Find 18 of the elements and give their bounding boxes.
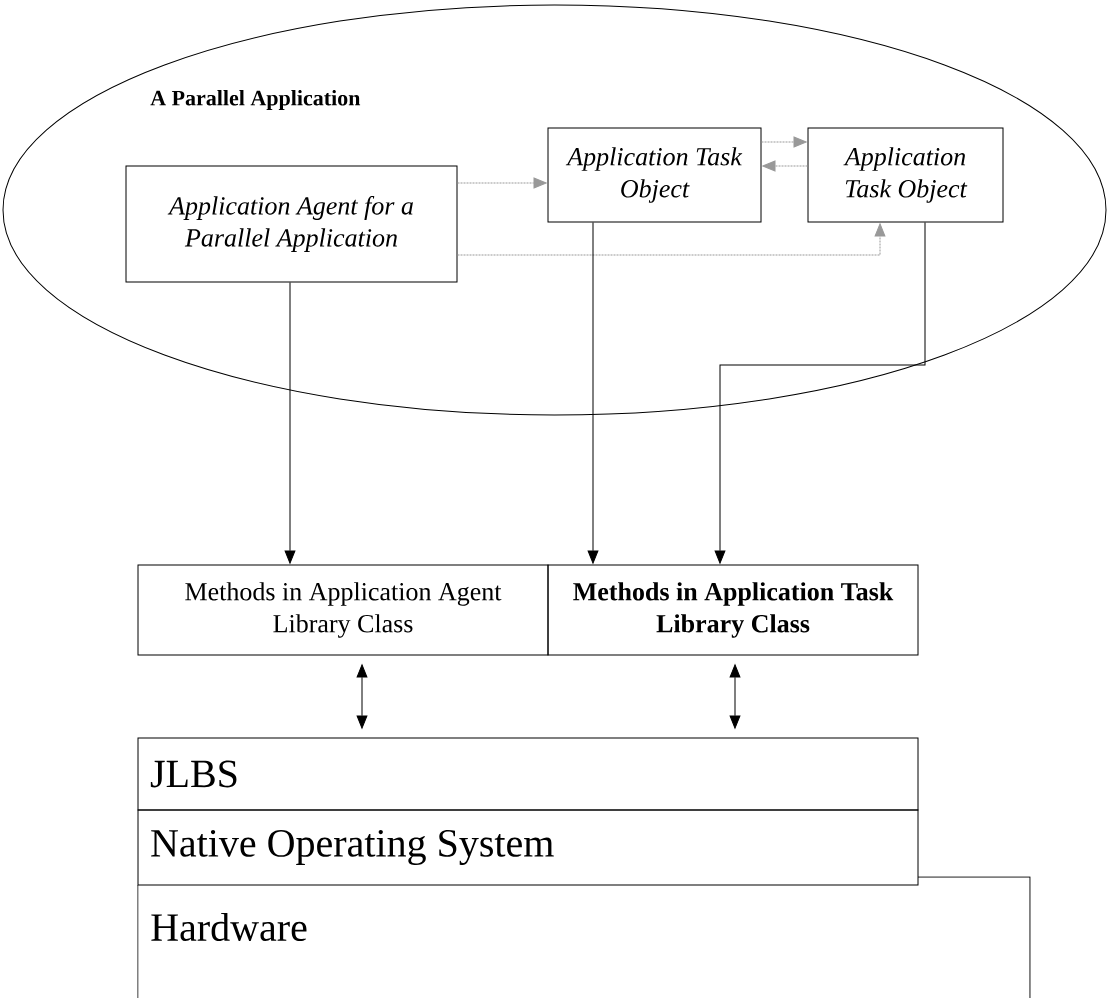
- arrow: [729, 664, 741, 729]
- arrow: [457, 223, 886, 256]
- layer-box: Native Operating System: [137, 809, 919, 886]
- group-heading: A Parallel Application: [150, 90, 361, 110]
- process-box: Methods in Application Task Library Class: [547, 564, 919, 656]
- arrow: [587, 222, 599, 564]
- arrow: [284, 282, 296, 564]
- layer-box: JLBS: [137, 737, 919, 811]
- process-box: Application Task Object: [807, 127, 1004, 223]
- arrow: [457, 177, 547, 189]
- arrow: [714, 222, 926, 564]
- process-box: Application Task Object: [547, 127, 762, 223]
- arrow: [762, 160, 808, 172]
- process-box: Application Agent for a Parallel Application: [125, 165, 458, 283]
- arrow: [356, 664, 368, 729]
- process-box: Methods in Application Agent Library Class: [137, 564, 549, 656]
- layer-box: Hardware: [137, 876, 1031, 998]
- arrow: [761, 136, 807, 148]
